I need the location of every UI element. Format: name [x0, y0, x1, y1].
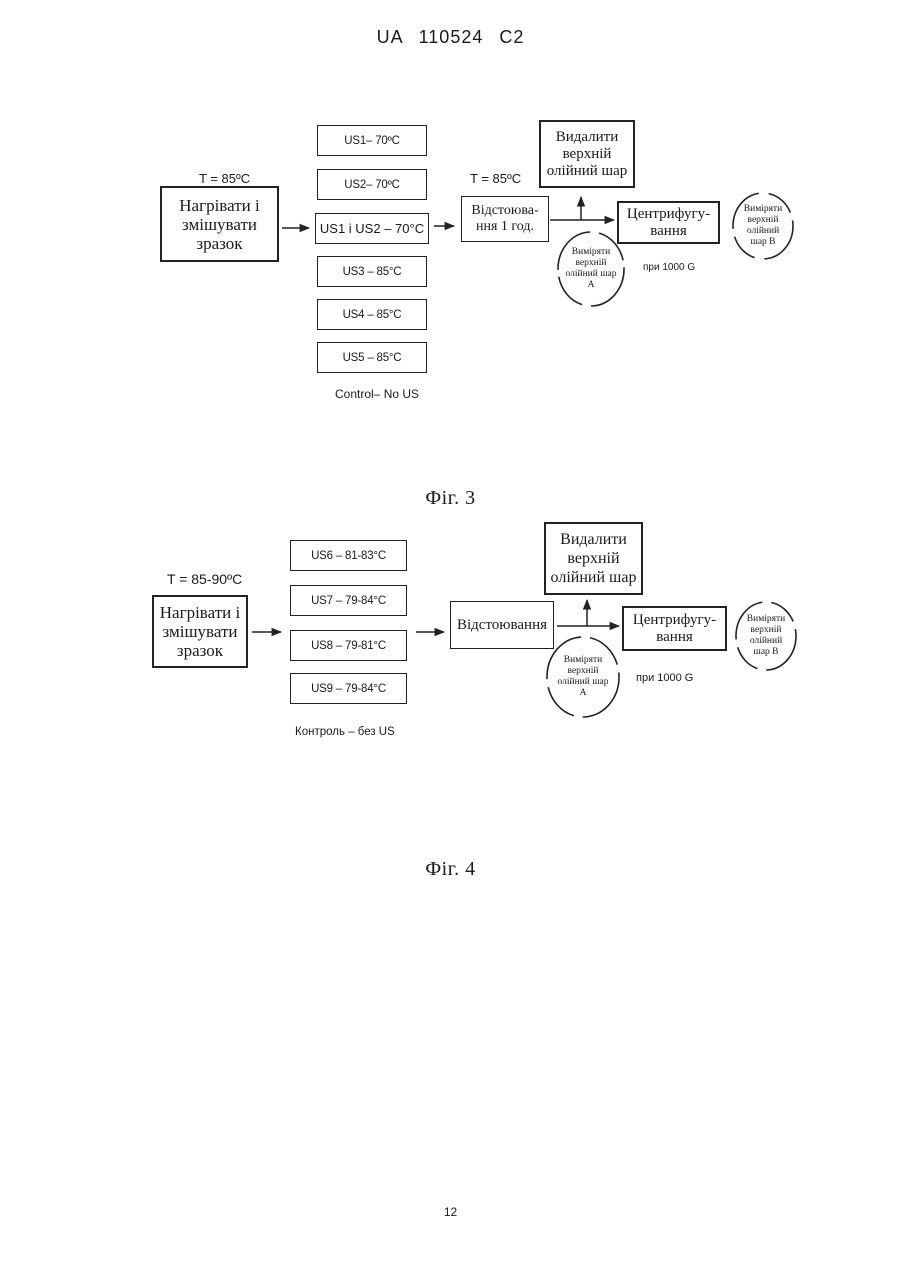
fig4-heat-mix-box: Нагрівати і змішувати зразок [152, 595, 248, 668]
fig4-measure-b-label: Виміряти верхній олійний шар В [742, 614, 790, 658]
fig4-settle-box: Відстоювання [450, 601, 554, 649]
page-number: 12 [0, 1205, 901, 1219]
fig4-us-label-1: US6 – 81-83°C [311, 550, 386, 562]
fig4-centrifuge-label: Центрифугу-вання [624, 612, 725, 646]
fig4-remove-label: Видалити верхній олійний шар [546, 530, 641, 587]
fig4-measure-b-circle: Виміряти верхній олійний шар В [733, 599, 799, 673]
fig4-us-label-3: US8 – 79-81°C [311, 640, 386, 652]
fig4-remove-box: Видалити верхній олійний шар [544, 522, 643, 595]
fig4-control-label: Контроль – без US [295, 726, 395, 738]
fig4-speed-label: при 1000 G [636, 672, 693, 684]
fig4-us-label-4: US9 – 79-84°C [311, 683, 386, 695]
fig4-us-box-4: US9 – 79-84°C [290, 673, 407, 704]
fig4-settle-label: Відстоювання [457, 617, 547, 634]
fig4-centrifuge-box: Центрифугу-вання [622, 606, 727, 651]
fig4-caption: Фiг. 4 [0, 858, 901, 881]
fig4-measure-a-label: Виміряти верхній олійний шар А [556, 655, 610, 699]
fig4-temp-left: T = 85-90ºC [167, 571, 242, 587]
fig4-heat-mix-label: Нагрівати і змішувати зразок [154, 603, 246, 660]
fig4-measure-a-circle: Виміряти верхній олійний шар А [544, 634, 622, 720]
fig4-us-box-3: US8 – 79-81°C [290, 630, 407, 661]
fig4-us-box-2: US7 – 79-84°C [290, 585, 407, 616]
fig4-us-box-1: US6 – 81-83°C [290, 540, 407, 571]
fig4-us-label-2: US7 – 79-84°C [311, 595, 386, 607]
